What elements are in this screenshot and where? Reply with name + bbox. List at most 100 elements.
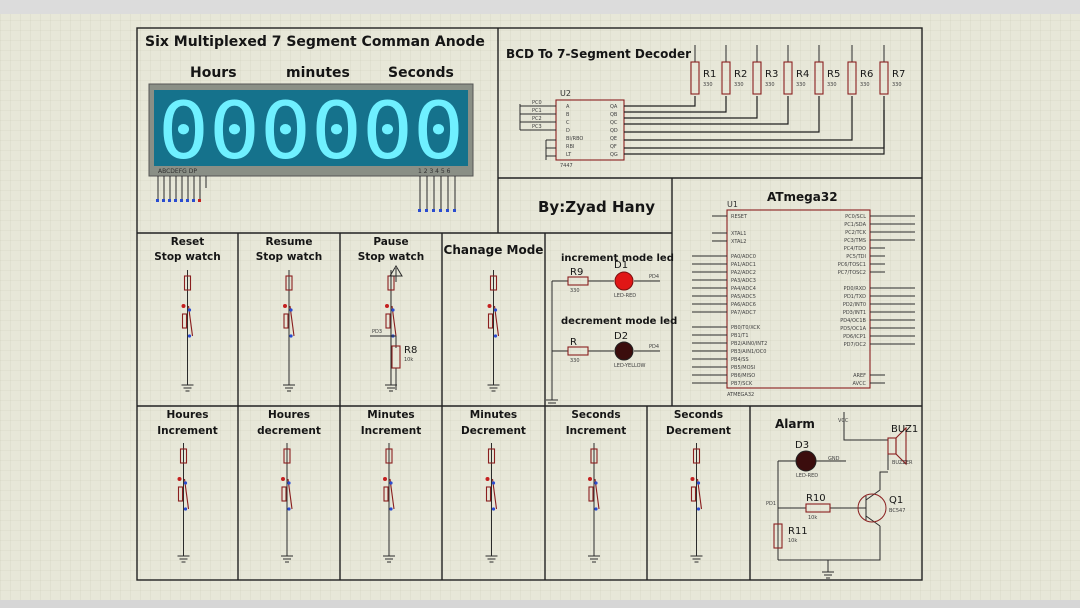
mcu-left-pin: PA2/ADC2 (731, 270, 756, 276)
push-button-bottom-4[interactable] (588, 443, 600, 563)
buzzer-label: BUZ1 (891, 424, 918, 435)
mcu-right-pin: PD1/TXD (844, 294, 866, 300)
top-button-subtitle: Stop watch (154, 251, 220, 263)
segment-resistors[interactable]: R1 R2 R3 R4 R5 R6 R7 330 330 330 330 330… (690, 45, 905, 95)
svg-text:B: B (566, 112, 570, 118)
pause-pullup: R8 10k PD3 (370, 265, 417, 390)
svg-text:D: D (566, 128, 570, 134)
svg-text:BC547: BC547 (889, 508, 905, 514)
svg-text:LED-RED: LED-RED (796, 473, 818, 479)
mcu-right-pin: PC4/TDO (844, 246, 866, 252)
digit-readout: 000000 (158, 87, 464, 177)
mcu-left-pin: PB7/SCK (731, 381, 753, 387)
mcu-right-pin: PC7/TOSC2 (838, 270, 866, 276)
push-button-bottom-5[interactable] (690, 443, 703, 563)
top-button-title: Pause (373, 236, 408, 248)
mcu-right-pin: PC0/SCL (845, 214, 866, 220)
svg-text:PC2: PC2 (532, 116, 542, 122)
svg-text:330: 330 (827, 82, 837, 88)
svg-text:PD4: PD4 (649, 274, 659, 280)
mcu-right-pin: PD3/INT1 (843, 310, 866, 316)
svg-text:QC: QC (610, 120, 618, 126)
svg-text:QD: QD (610, 128, 618, 134)
mcu-right-pin: AVCC (852, 381, 866, 387)
svg-text:10k: 10k (404, 357, 413, 363)
bottom-button-subtitle: Decrement (461, 425, 526, 437)
top-button-title: Resume (266, 236, 313, 248)
push-button-bottom-2[interactable] (383, 443, 395, 563)
increment-led-label: increment mode led (561, 253, 674, 264)
svg-text:BI/RBO: BI/RBO (566, 136, 583, 142)
top-toolbar-strip (0, 0, 1080, 14)
alarm-title: Alarm (775, 417, 815, 431)
r8-label: R8 (404, 345, 417, 356)
svg-text:A: A (566, 104, 570, 110)
bottom-button-title: Houres (268, 409, 310, 421)
mcu-left-pin: PB0/T0/XCK (731, 325, 761, 331)
seven-segment-display[interactable]: 000000 ABCDEFG DP 1 2 3 4 5 6 (148, 83, 474, 177)
r1-label: R1 (703, 69, 716, 80)
svg-text:RBI: RBI (566, 144, 574, 150)
svg-text:330: 330 (765, 82, 775, 88)
svg-text:PC1: PC1 (532, 108, 542, 114)
mcu-title: ATmega32 (767, 190, 838, 204)
svg-text:QE: QE (610, 136, 617, 142)
mcu-right-pin: PC2/TCK (845, 230, 867, 236)
mcu-left-pin: PB4/SS (731, 357, 749, 363)
seconds-header: Seconds (388, 65, 454, 81)
decoder-output-wires (624, 96, 885, 155)
svg-text:330: 330 (734, 82, 744, 88)
r5-label: R5 (827, 69, 840, 80)
r-label: R (570, 337, 577, 348)
mcu-right-pin: PD4/OC1B (840, 318, 866, 324)
svg-text:330: 330 (703, 82, 713, 88)
d1-label: D1 (614, 260, 628, 271)
push-button-top-0[interactable] (181, 270, 194, 392)
frame (136, 27, 923, 581)
decoder-output-pins: QA QB QC QD QE QF QG (610, 104, 618, 158)
mcu-right-pin: PC3/TMS (844, 238, 866, 244)
mcu-right-pin: AREF (853, 373, 866, 379)
decoder-chip-7447[interactable]: U2 7447 A B C D BI/RBO RBI LT QA QB QC Q… (555, 89, 625, 169)
r9-label: R9 (570, 267, 583, 278)
mcu-right-pin: PD5/OC1A (840, 326, 866, 332)
push-button-bottom-1[interactable] (281, 443, 293, 563)
push-button-top-3[interactable] (487, 270, 500, 392)
push-button-top-1[interactable] (283, 270, 295, 392)
atmega32-chip[interactable]: ATMEGA32 RESETXTAL1XTAL2PA0/ADC0PA1/ADC1… (692, 209, 915, 398)
svg-text:LT: LT (566, 152, 572, 158)
page-title: Six Multiplexed 7 Segment Comman Anode (145, 34, 485, 50)
mcu-right-pin: PD7/OC2 (844, 342, 866, 348)
bottom-button-title: Seconds (571, 409, 620, 421)
mcu-part: ATMEGA32 (727, 392, 754, 398)
r11-label: R11 (788, 526, 808, 537)
push-button-bottom-3[interactable] (485, 443, 498, 563)
mcu-left-pin: PA1/ADC1 (731, 262, 756, 268)
mcu-right-pin: PD2/INT0 (843, 302, 866, 308)
decrement-led[interactable] (614, 341, 634, 361)
svg-text:LED-YELLOW: LED-YELLOW (614, 363, 646, 369)
push-button-bottom-0[interactable] (177, 443, 190, 563)
bottom-button-title: Minutes (470, 409, 517, 421)
bottom-button-subtitle: Increment (566, 425, 626, 437)
bottom-button-title: Minutes (367, 409, 414, 421)
alarm-led[interactable] (795, 450, 817, 472)
svg-text:C: C (566, 120, 570, 126)
bottom-button-subtitle: Increment (361, 425, 421, 437)
mcu-left-pin: PA6/ADC6 (731, 302, 756, 308)
mcu-right-pins: PC0/SCLPC1/SDAPC2/TCKPC3/TMSPC4/TDOPC5/T… (838, 214, 915, 387)
decoder-title: BCD To 7-Segment Decoder (506, 47, 691, 61)
mcu-left-pin: PA3/ADC3 (731, 278, 756, 284)
top-button-title: Reset (171, 236, 205, 248)
segment-pin-label: ABCDEFG DP (158, 168, 197, 175)
svg-text:GND: GND (828, 456, 840, 462)
minutes-header: minutes (286, 65, 350, 81)
display-pins (156, 176, 456, 212)
svg-text:330: 330 (860, 82, 870, 88)
digit-pin-label: 1 2 3 4 5 6 (418, 168, 451, 175)
svg-text:QB: QB (610, 112, 618, 118)
mcu-left-pin: PB6/MISO (731, 373, 755, 379)
increment-led[interactable] (614, 271, 634, 291)
svg-text:10k: 10k (808, 515, 817, 521)
